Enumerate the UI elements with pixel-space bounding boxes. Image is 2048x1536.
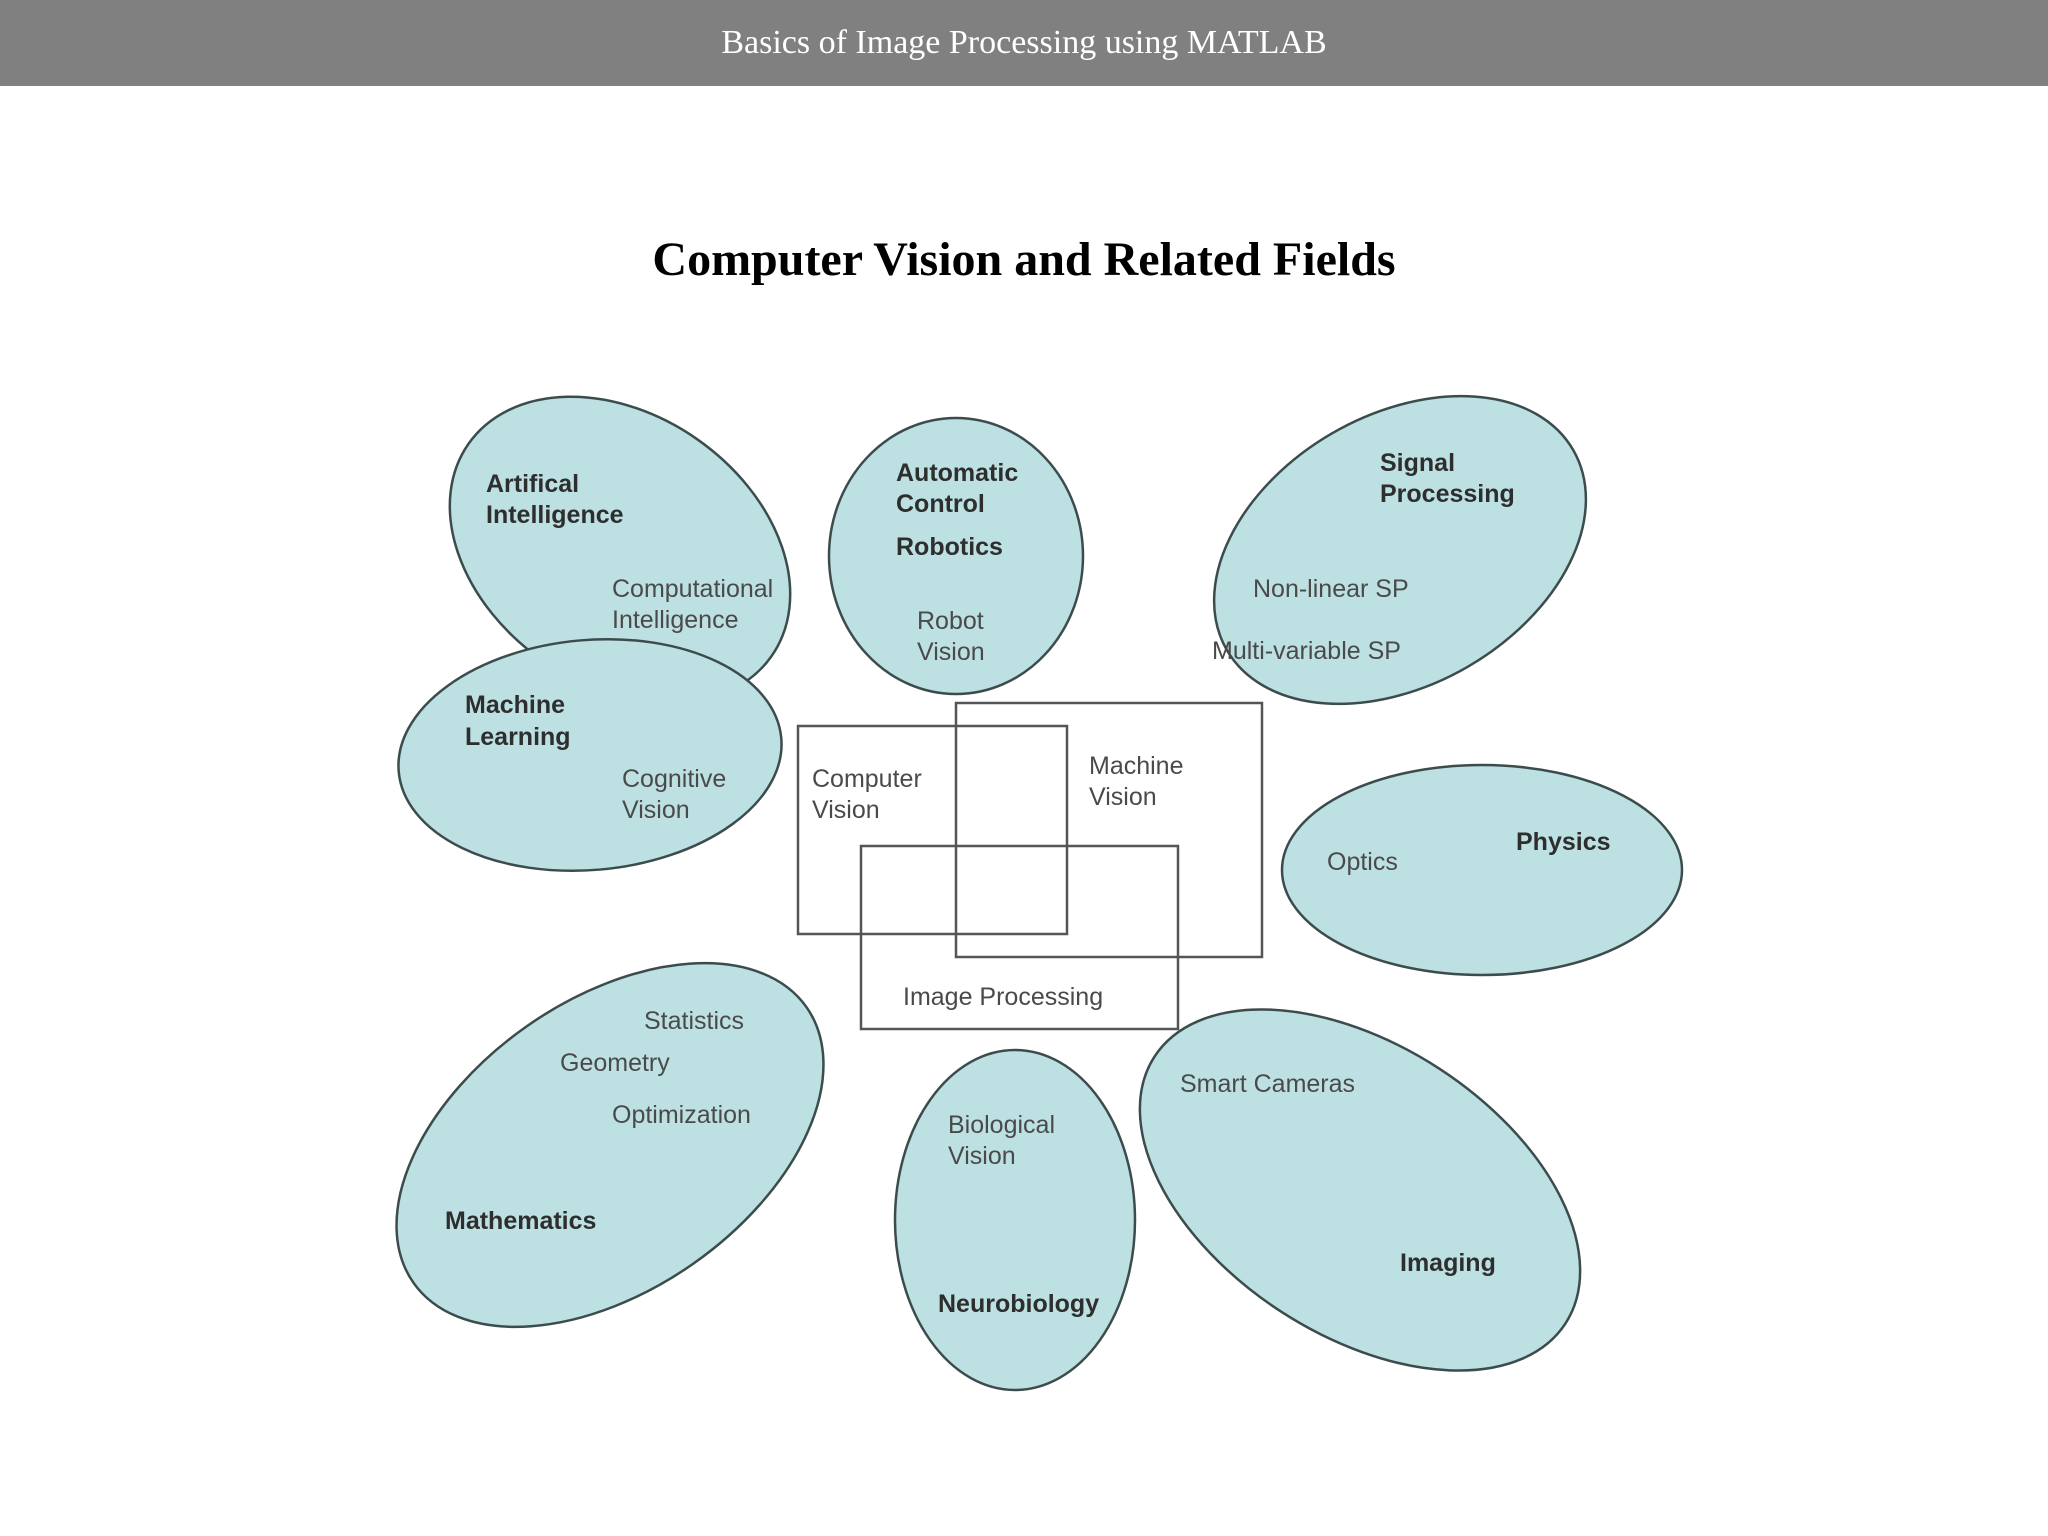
control-label-3: Robotics [896, 533, 1003, 561]
ai-sub-2: Intelligence [612, 606, 738, 634]
signal-label-1: Signal [1380, 449, 1455, 477]
physics-sub-1: Optics [1327, 848, 1398, 876]
math-label: Mathematics [445, 1207, 596, 1235]
header-bar: Basics of Image Processing using MATLAB [0, 0, 2048, 86]
header-title: Basics of Image Processing using MATLAB [721, 24, 1327, 61]
control-label-1: Automatic [896, 459, 1018, 487]
computer-vision-label-1: Computer [812, 765, 922, 793]
neuro-ellipse [893, 1048, 1137, 1392]
control-sub-1: Robot [917, 607, 984, 635]
ml-ellipse [397, 637, 783, 873]
image-processing-box [859, 844, 1180, 1031]
imaging-ellipse [1138, 1008, 1582, 1372]
signal-sub-2: Multi-variable SP [1212, 637, 1401, 665]
machine-vision-box [954, 701, 1264, 959]
physics-ellipse [1280, 763, 1684, 977]
signal-ellipse [1212, 394, 1588, 706]
ml-sub-1: Cognitive [622, 765, 726, 793]
slide-title: Computer Vision and Related Fields [652, 233, 1396, 286]
computer-vision-label-2: Vision [812, 796, 880, 824]
image-processing-label: Image Processing [903, 983, 1103, 1011]
ai-label-2: Intelligence [486, 501, 624, 529]
physics-label: Physics [1516, 828, 1611, 856]
neuro-sub-2: Vision [948, 1142, 1016, 1170]
math-sub-1: Statistics [644, 1007, 744, 1035]
machine-vision-label-2: Vision [1089, 783, 1157, 811]
ml-label-1: Machine [465, 691, 565, 719]
math-sub-3: Optimization [612, 1101, 751, 1129]
computer-vision-box [796, 724, 1069, 936]
ml-sub-2: Vision [622, 796, 690, 824]
neuro-sub-1: Biological [948, 1111, 1055, 1139]
signal-sub-1: Non-linear SP [1253, 575, 1409, 603]
math-sub-2: Geometry [560, 1049, 670, 1077]
control-label-2: Control [896, 490, 985, 518]
ml-label-2: Learning [465, 723, 571, 751]
neuro-label: Neurobiology [938, 1290, 1099, 1318]
math-ellipse [395, 961, 825, 1329]
ai-label-1: Artifical [486, 470, 579, 498]
signal-label-2: Processing [1380, 480, 1515, 508]
imaging-label: Imaging [1400, 1249, 1496, 1277]
control-ellipse [827, 416, 1085, 696]
ai-sub-1: Computational [612, 575, 773, 603]
control-sub-2: Vision [917, 638, 985, 666]
imaging-sub-1: Smart Cameras [1180, 1070, 1355, 1098]
machine-vision-label-1: Machine [1089, 752, 1184, 780]
